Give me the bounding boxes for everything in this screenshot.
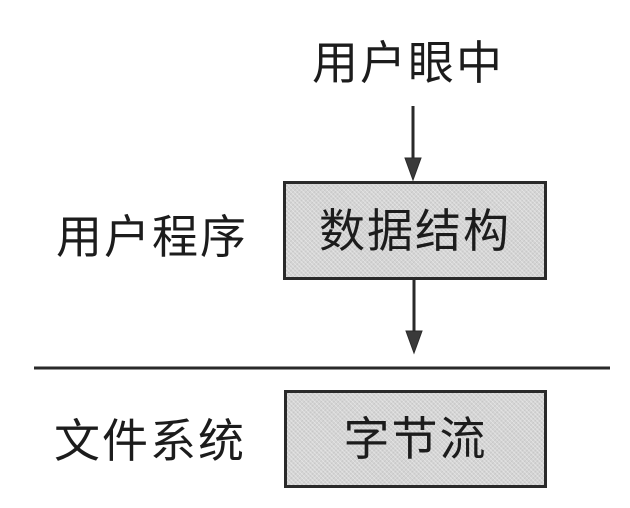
layer-label-file-system: 文件系统 (54, 414, 246, 468)
data-structure-box-label: 数据结构 (319, 203, 511, 258)
layer-label-user-program: 用户程序 (56, 210, 248, 264)
arrow-down-icon-top (404, 106, 422, 182)
top-label-user-view: 用户眼中 (312, 36, 504, 90)
data-structure-box: 数据结构 (283, 181, 547, 280)
byte-stream-box-label: 字节流 (343, 412, 488, 466)
arrow-down-icon-middle (405, 280, 423, 355)
byte-stream-box: 字节流 (284, 390, 547, 488)
